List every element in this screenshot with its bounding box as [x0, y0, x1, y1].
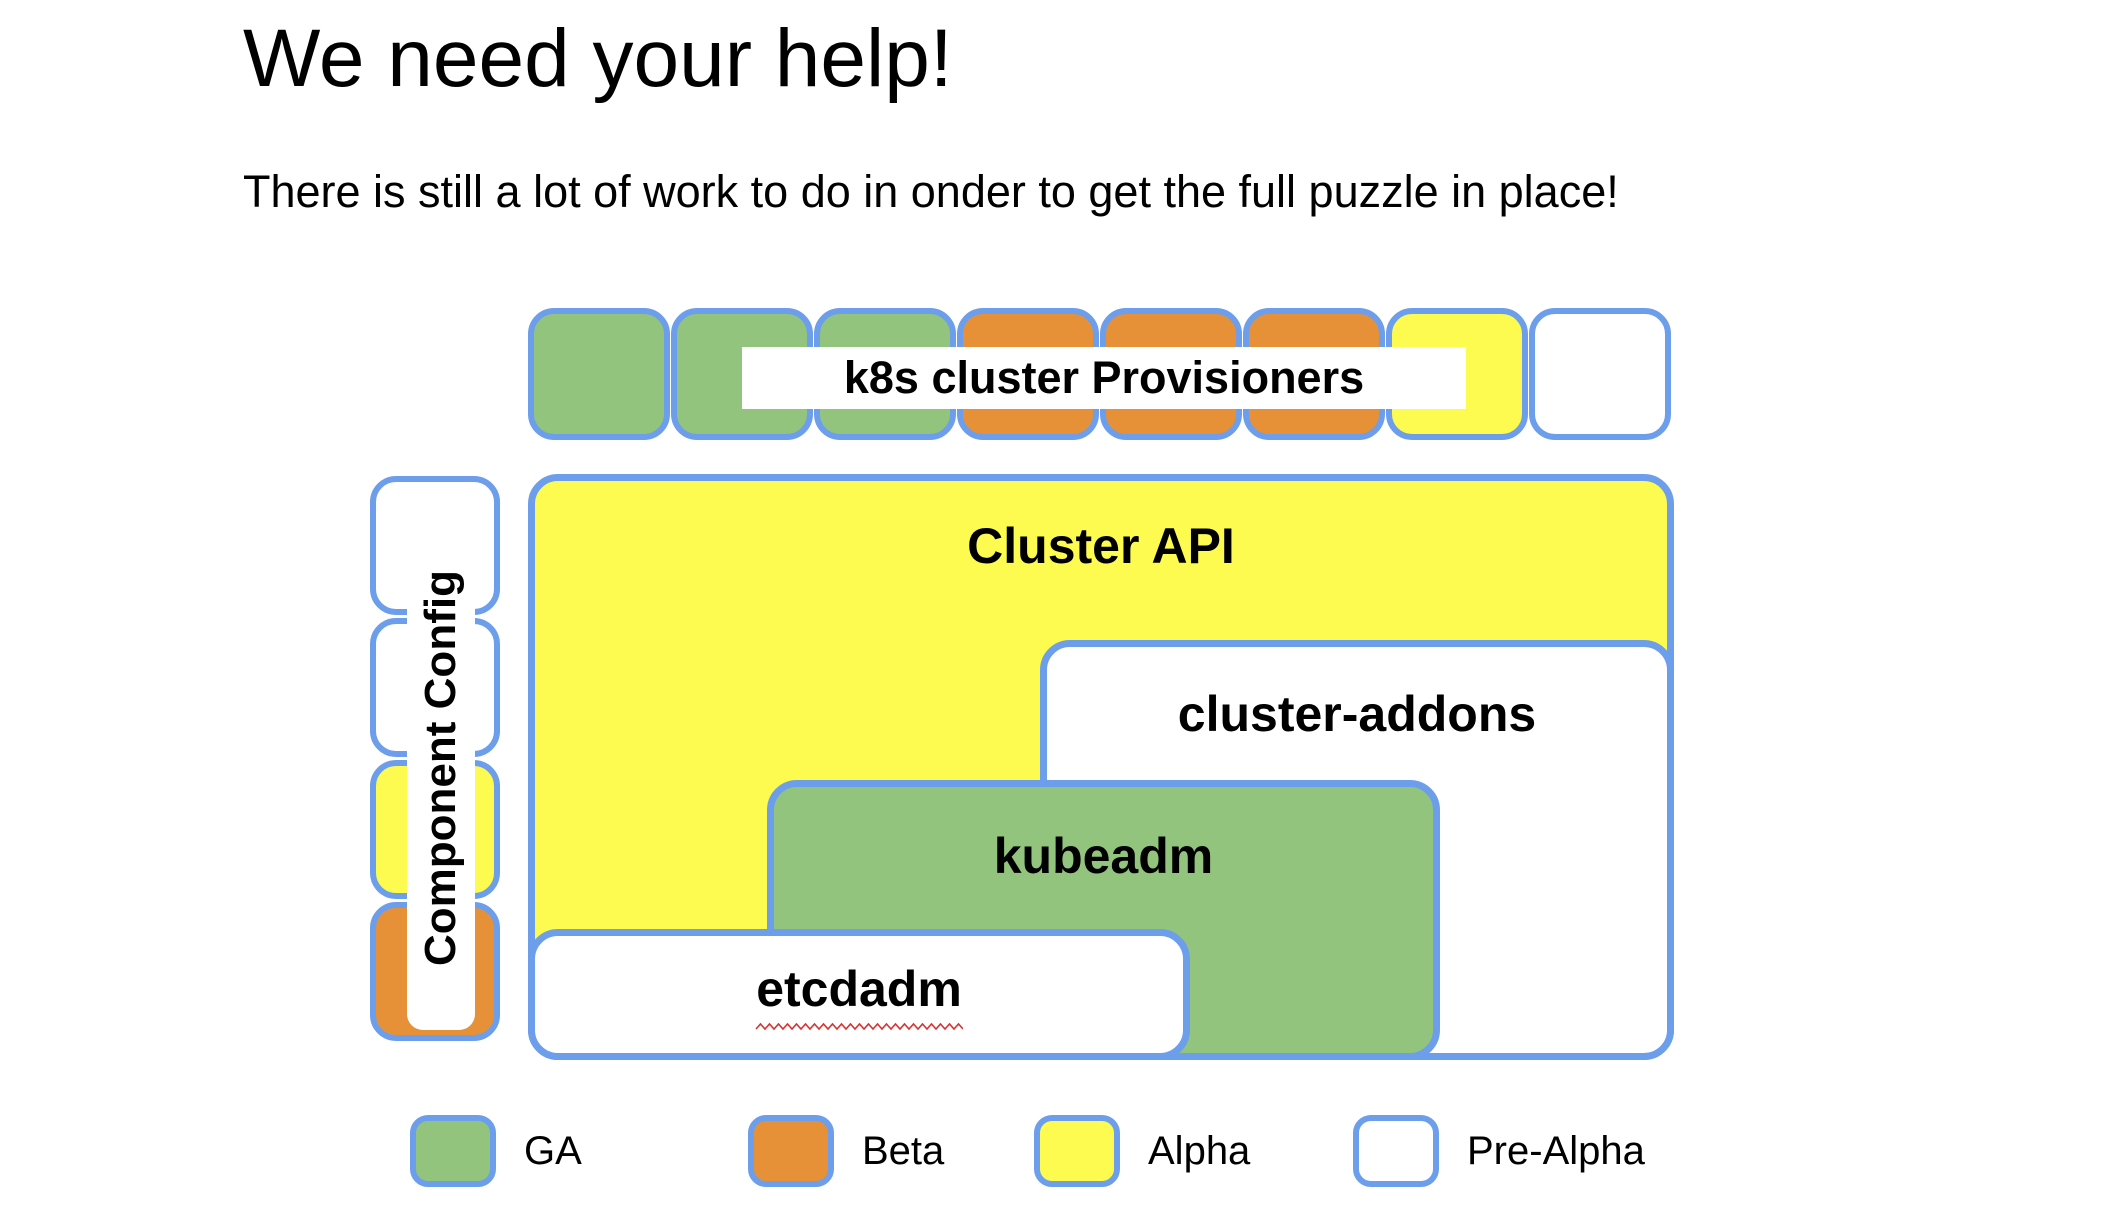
- legend-item-pre-alpha: Pre-Alpha: [1353, 1115, 1645, 1187]
- legend-label-alpha: Alpha: [1148, 1128, 1251, 1173]
- cluster-addons-label: cluster-addons: [1177, 686, 1537, 742]
- legend-swatch-alpha: [1034, 1115, 1120, 1187]
- spellcheck-underline-icon: [755, 1022, 963, 1031]
- page-subtitle: There is still a lot of work to do in on…: [243, 166, 1619, 217]
- component-config-label: Component Config: [416, 570, 465, 966]
- legend-swatch-pre-alpha: [1353, 1115, 1439, 1187]
- legend-label-ga: GA: [524, 1128, 582, 1173]
- legend-label-pre-alpha: Pre-Alpha: [1467, 1128, 1645, 1173]
- provisioners-row-label: k8s cluster Provisioners: [742, 347, 1466, 409]
- page-title: We need your help!: [243, 13, 953, 104]
- component-config-label-strip: Component Config: [407, 506, 475, 1030]
- puzzle-piece-provisioner: [1529, 308, 1671, 440]
- kubeadm-label: kubeadm: [993, 828, 1214, 884]
- legend-item-alpha: Alpha: [1034, 1115, 1250, 1187]
- legend-label-beta: Beta: [862, 1128, 945, 1173]
- etcdadm-label: etcdadm: [535, 960, 1183, 1031]
- legend-swatch-ga: [410, 1115, 496, 1187]
- legend-item-beta: Beta: [748, 1115, 944, 1187]
- etcdadm-label-text: etcdadm: [756, 961, 962, 1017]
- etcdadm-block: etcdadm: [528, 929, 1190, 1060]
- legend-swatch-beta: [748, 1115, 834, 1187]
- cluster-api-label: Cluster API: [967, 518, 1235, 574]
- legend-item-ga: GA: [410, 1115, 582, 1187]
- puzzle-piece-provisioner: [528, 308, 670, 440]
